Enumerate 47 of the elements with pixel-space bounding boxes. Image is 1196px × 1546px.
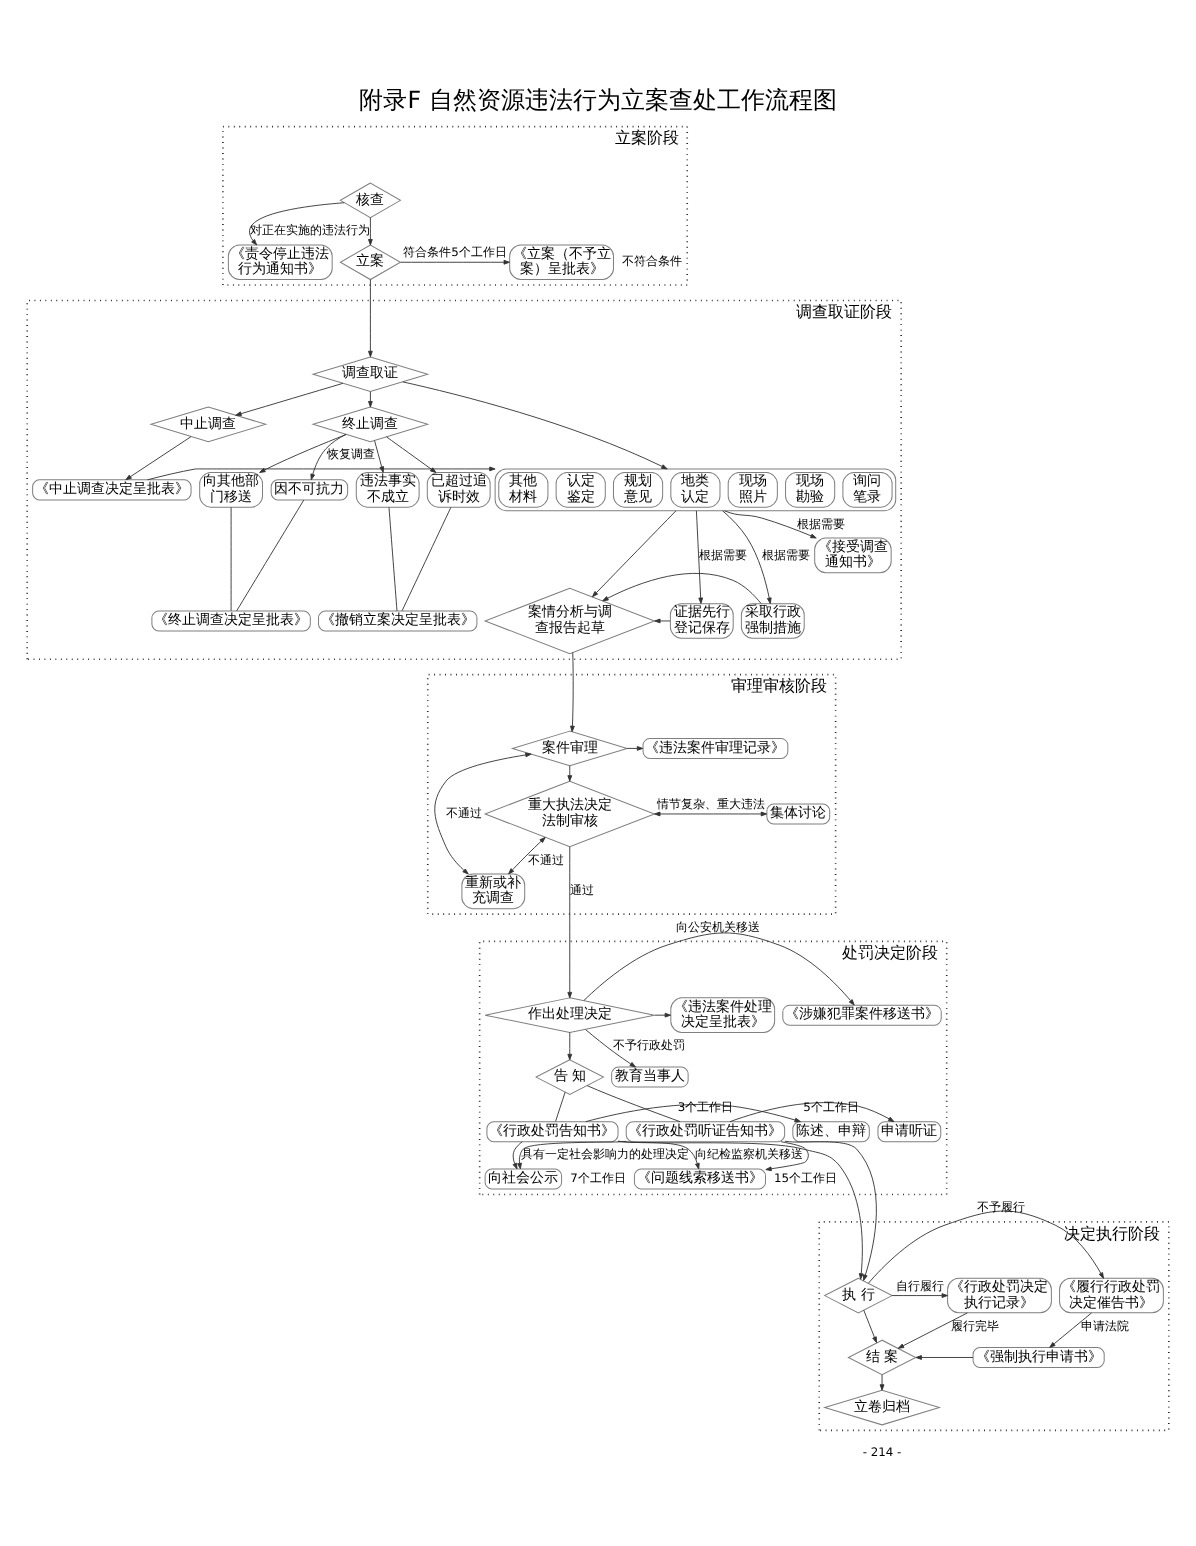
connector (586, 1085, 681, 1123)
arrow (1049, 1312, 1093, 1348)
arrow (915, 1355, 974, 1360)
arrow (863, 1309, 877, 1344)
arrow (867, 1210, 1104, 1284)
diagram-title: 附录F 自然资源违法行为立案查处工作流程图 (359, 86, 837, 115)
arrow (602, 573, 762, 604)
arrow (583, 932, 855, 1006)
arrow (784, 1140, 877, 1281)
arrow (512, 1141, 523, 1170)
arrow (368, 279, 373, 358)
arrow (368, 217, 373, 246)
connector (388, 506, 398, 612)
arrow (654, 811, 768, 817)
arrow (125, 436, 192, 481)
arrow (567, 1032, 573, 1061)
connector (230, 506, 232, 612)
arrow (585, 1103, 801, 1123)
arrow (592, 510, 677, 598)
arrow (235, 382, 344, 416)
arrow (259, 434, 347, 473)
arrow (508, 836, 546, 875)
arrow (729, 1102, 895, 1123)
arrow (654, 1012, 672, 1018)
arrow (570, 652, 575, 733)
arrow (249, 202, 345, 246)
arrow (567, 846, 573, 999)
arrow (897, 1312, 968, 1349)
arrow (434, 752, 532, 875)
arrow (402, 381, 668, 470)
connector (555, 1091, 566, 1122)
arrow (310, 433, 347, 481)
arrow (722, 510, 772, 605)
arrow (879, 1374, 885, 1391)
arrow (517, 1140, 627, 1170)
connector (401, 506, 452, 612)
arrow (368, 391, 373, 408)
arrow (626, 746, 644, 751)
connector (236, 499, 305, 612)
arrow (695, 510, 704, 604)
arrow (765, 1141, 809, 1172)
arrow (585, 1029, 636, 1068)
arrow (400, 259, 510, 265)
arrow (567, 765, 573, 782)
arrow (654, 618, 671, 624)
arrow (724, 510, 817, 539)
arrow (891, 1293, 948, 1298)
